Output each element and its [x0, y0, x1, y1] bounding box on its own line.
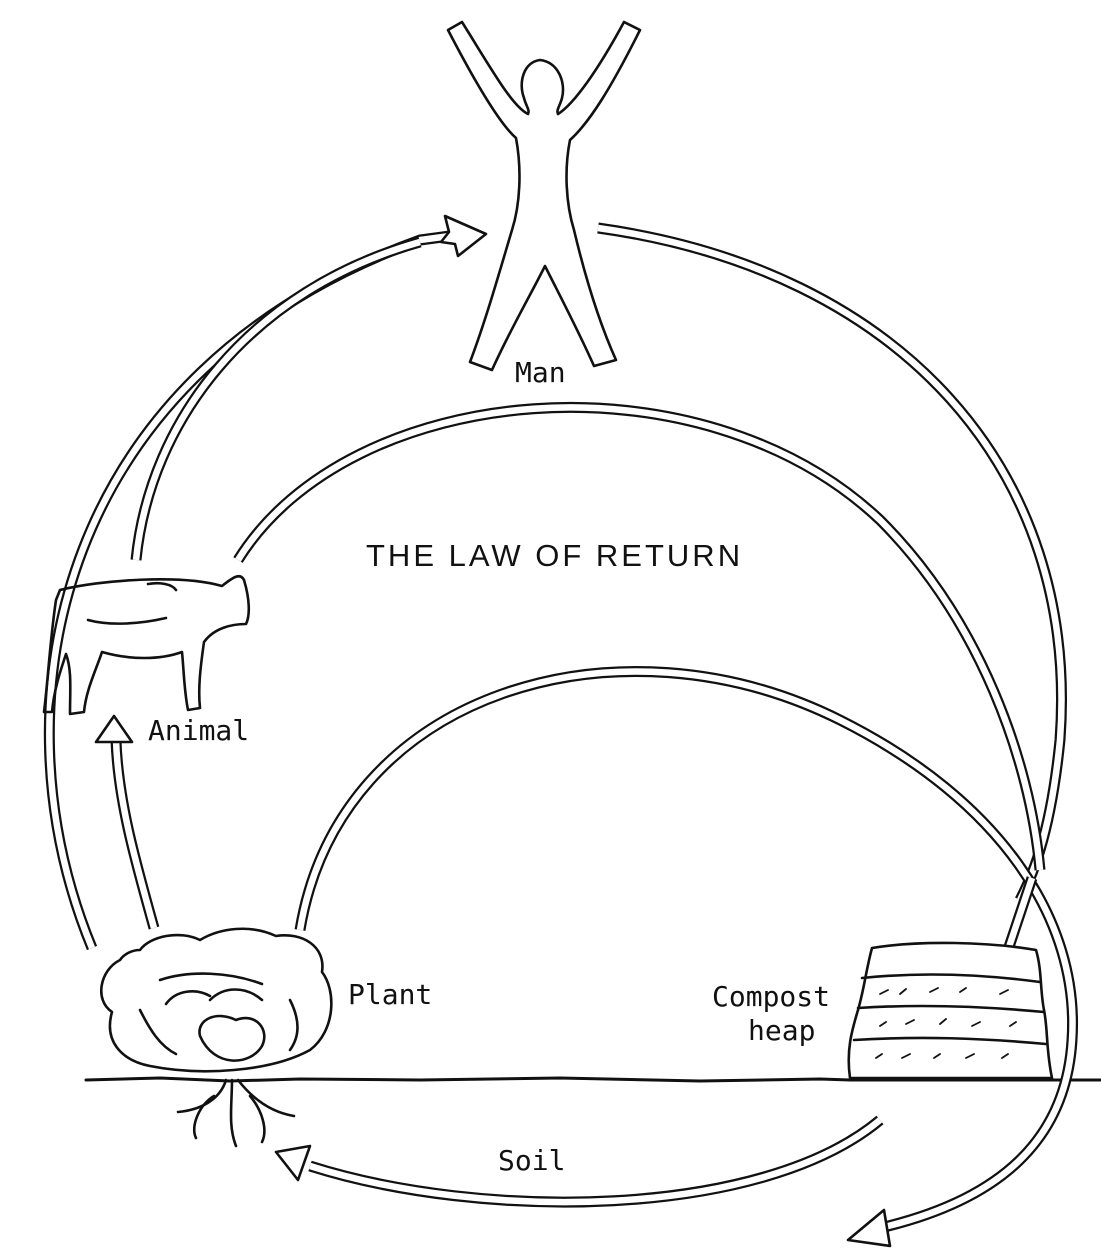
- label-heap: heap: [748, 1014, 815, 1047]
- label-animal: Animal: [148, 714, 249, 747]
- label-man: Man: [515, 356, 566, 389]
- label-plant: Plant: [348, 978, 432, 1011]
- diagram-title: THE LAW OF RETURN: [366, 538, 743, 573]
- compost-heap: [849, 943, 1052, 1078]
- label-compost: Compost: [712, 980, 830, 1013]
- label-soil: Soil: [498, 1144, 565, 1177]
